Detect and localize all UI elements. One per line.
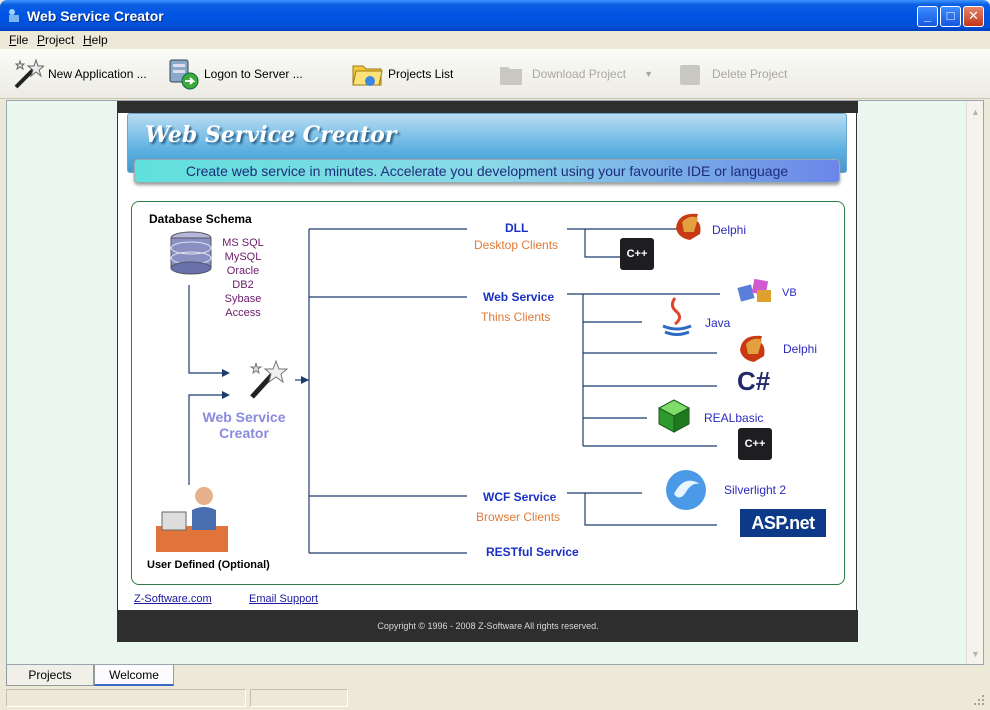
status-panel-2 (250, 689, 348, 707)
close-icon: ✕ (968, 8, 979, 23)
logon-label: Logon to Server ... (204, 67, 303, 81)
connector-lines (188, 228, 720, 554)
toolbar: New Application ... Logon to Server ... … (0, 49, 990, 99)
wcf-subtitle: Browser Clients (476, 510, 561, 524)
java-icon (662, 297, 692, 336)
database-icon (170, 231, 212, 275)
web-service-subtitle: Thins Clients (481, 310, 551, 324)
status-panel-3 (352, 689, 972, 707)
dll-target-cpp: C++ (626, 248, 648, 260)
db-item: MySQL (224, 251, 262, 263)
user-at-desk-icon (156, 487, 228, 552)
projects-list-label: Projects List (388, 67, 454, 81)
maximize-button[interactable]: □ (940, 6, 961, 27)
silverlight-icon (666, 470, 706, 510)
realbasic-cube-icon (657, 399, 691, 433)
ws-target-java: Java (705, 316, 731, 330)
ws-target-vb: VB (782, 287, 797, 299)
menu-bar: File Project Help (0, 31, 990, 49)
restful-title: RESTful Service (486, 545, 579, 559)
document-tabs: Projects Welcome (0, 665, 990, 687)
folder-icon (352, 65, 383, 86)
web-service-title: Web Service (483, 290, 555, 304)
logon-button[interactable]: Logon to Server ... (166, 55, 303, 93)
dll-title: DLL (505, 221, 529, 235)
ws-target-realbasic: REALbasic (704, 411, 764, 425)
cpp-icon-2: C++ (738, 428, 772, 460)
dll-subtitle: Desktop Clients (474, 238, 559, 252)
aspnet-icon: ASP.net (740, 509, 826, 537)
new-application-label: New Application ... (48, 67, 147, 81)
db-item: Oracle (226, 265, 260, 277)
banner-title: Web Service Creator (145, 122, 397, 148)
window-title: Web Service Creator (27, 8, 164, 24)
db-item: DB2 (232, 279, 254, 291)
copyright-text: Copyright © 1996 - 2008 Z-Software All r… (377, 621, 599, 631)
architecture-diagram: Database Schema MS SQL MySQL Oracle DB2 … (131, 201, 845, 585)
status-panel-1 (6, 689, 246, 707)
tab-welcome[interactable]: Welcome (94, 665, 174, 686)
cpp-icon: C++ (620, 238, 654, 270)
wcf-target-aspnet: ASP.net (751, 513, 815, 533)
ws-target-csharp: C# (737, 366, 771, 396)
menu-file[interactable]: File (9, 33, 29, 47)
site-link[interactable]: Z-Software.com (134, 593, 212, 605)
minimize-icon: _ (923, 8, 932, 23)
welcome-panel: Web Service Creator Create web service i… (117, 101, 858, 642)
scroll-up-icon[interactable]: ▲ (971, 107, 980, 117)
delphi-icon (676, 213, 701, 240)
main-area: Web Service Creator Create web service i… (6, 100, 984, 665)
tab-projects[interactable]: Projects (6, 665, 94, 686)
ws-target-delphi: Delphi (783, 342, 818, 356)
copyright-bar: Copyright © 1996 - 2008 Z-Software All r… (118, 610, 858, 642)
creator-label-line2: Creator (219, 425, 269, 441)
download-icon (500, 67, 522, 85)
new-application-button[interactable]: New Application ... (10, 55, 147, 93)
dll-target-delphi: Delphi (712, 223, 747, 237)
delete-project-label: Delete Project (712, 67, 788, 81)
email-support-link[interactable]: Email Support (249, 593, 319, 605)
ws-target-cpp: C++ (744, 438, 766, 450)
close-button[interactable]: ✕ (963, 6, 984, 27)
creator-label: Web Service Creator (197, 409, 291, 441)
projects-list-button[interactable]: Projects List (350, 55, 453, 93)
tagline: Create web service in minutes. Accelerat… (134, 159, 840, 183)
app-icon (9, 9, 19, 22)
magic-wand-icon (14, 58, 44, 89)
scroll-down-icon[interactable]: ▼ (971, 649, 980, 659)
db-item: MS SQL (222, 237, 264, 249)
wcf-title: WCF Service (483, 490, 557, 504)
download-project-label: Download Project (532, 67, 627, 81)
vertical-scrollbar[interactable]: ▲ ▼ (966, 101, 983, 664)
wcf-target-silverlight: Silverlight 2 (724, 483, 787, 497)
minimize-button[interactable]: _ (917, 6, 938, 27)
download-project-button[interactable]: Download Project ▼ (494, 55, 653, 93)
resize-grip-icon[interactable] (972, 693, 986, 707)
menu-project[interactable]: Project (37, 33, 75, 47)
db-item: Access (225, 307, 261, 319)
vb-icon (737, 278, 771, 302)
creator-label-line1: Web Service (202, 409, 286, 425)
dropdown-arrow-icon[interactable]: ▼ (644, 69, 653, 79)
user-defined-label: User Defined (Optional) (147, 559, 270, 571)
maximize-icon: □ (946, 8, 955, 23)
creator-wand-icon (249, 359, 288, 399)
menu-help[interactable]: Help (83, 33, 108, 47)
delete-icon (680, 65, 700, 85)
server-logon-icon (169, 59, 199, 90)
title-bar: Web Service Creator _ □ ✕ (0, 0, 990, 31)
schema-title: Database Schema (149, 212, 252, 226)
delete-project-button[interactable]: Delete Project (674, 55, 787, 93)
database-list: MS SQL MySQL Oracle DB2 Sybase Access (220, 236, 266, 320)
db-item: Sybase (224, 293, 262, 305)
panel-top-bar (118, 101, 858, 113)
delphi-icon-2 (740, 335, 765, 362)
status-bar (0, 687, 990, 710)
